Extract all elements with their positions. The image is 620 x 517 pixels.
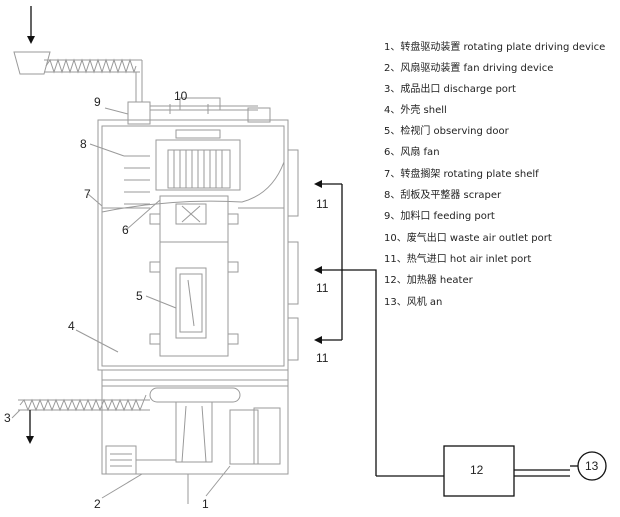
label-6: 6 xyxy=(122,223,129,237)
legend-item: 1、转盘驱动装置 rotating plate driving device xyxy=(384,40,605,53)
leader-lines xyxy=(11,107,231,499)
label-7: 7 xyxy=(84,187,91,201)
hot-air-piping xyxy=(314,180,570,477)
label-11-middle: 11 xyxy=(316,281,329,295)
legend-item: 9、加料口 feeding port xyxy=(384,209,495,222)
legend-item: 7、转盘搁架 rotating plate shelf xyxy=(384,167,539,180)
hopper xyxy=(13,51,143,102)
legend-item: 4、外壳 shell xyxy=(384,103,447,116)
legend-item: 11、热气进口 hot air inlet port xyxy=(384,252,531,265)
rotating-column xyxy=(102,195,284,357)
legend-item: 5、检视门 observing door xyxy=(384,124,510,137)
legend: 1、转盘驱动装置 rotating plate driving device 2… xyxy=(384,40,605,308)
legend-item: 10、废气出口 waste air outlet port xyxy=(384,231,552,244)
discharge-screw xyxy=(18,394,150,444)
label-5: 5 xyxy=(136,289,143,303)
label-3: 3 xyxy=(4,411,11,425)
label-13: 13 xyxy=(585,459,599,473)
legend-item: 3、成品出口 discharge port xyxy=(384,82,516,95)
label-2: 2 xyxy=(94,497,101,511)
label-11-bottom: 11 xyxy=(316,351,329,365)
legend-item: 12、加热器 heater xyxy=(384,273,474,286)
side-inlets xyxy=(287,149,299,361)
heater-box xyxy=(443,445,515,497)
label-10: 10 xyxy=(174,89,188,103)
legend-item: 6、风扇 fan xyxy=(384,145,440,158)
label-12: 12 xyxy=(470,463,484,477)
label-9: 9 xyxy=(94,95,101,109)
legend-item: 8、刮板及平整器 scraper xyxy=(384,188,502,201)
fan xyxy=(155,129,241,191)
drive-base xyxy=(101,369,289,504)
label-8: 8 xyxy=(80,137,87,151)
legend-item: 13、风机 an xyxy=(384,295,442,308)
label-4: 4 xyxy=(68,319,75,333)
label-11-top: 11 xyxy=(316,197,329,211)
blower-fan xyxy=(570,451,607,481)
legend-item: 2、风扇驱动装置 fan driving device xyxy=(384,61,553,74)
feed-arrow xyxy=(27,6,35,44)
label-1: 1 xyxy=(202,497,209,511)
shelf-rails xyxy=(101,155,285,213)
